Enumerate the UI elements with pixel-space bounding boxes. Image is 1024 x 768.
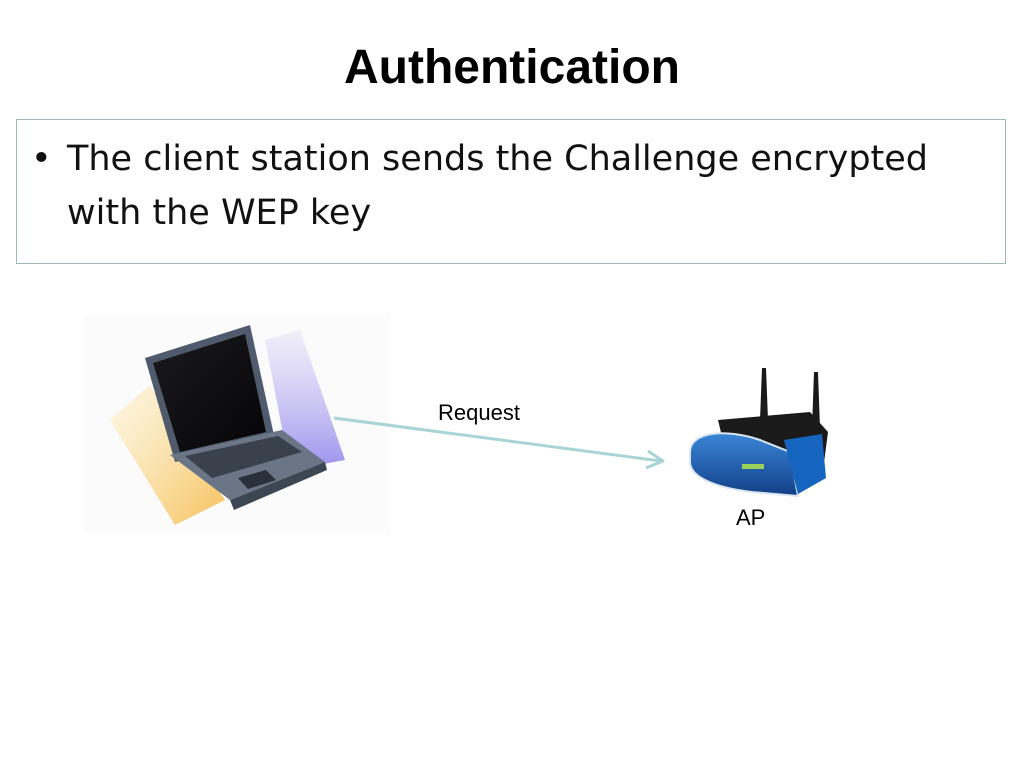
router-led	[742, 464, 764, 469]
laptop-base-edge	[230, 462, 327, 510]
arrow-line	[333, 416, 662, 463]
wireless-router-icon	[689, 368, 828, 498]
request-arrow	[333, 416, 665, 470]
slide-title: Authentication	[344, 41, 680, 94]
ap-label: AP	[736, 505, 766, 530]
arrow-head	[645, 449, 665, 470]
router-antenna-left	[760, 368, 768, 420]
router-side-panel	[784, 434, 826, 494]
laptop-yellow-glow	[110, 385, 225, 525]
bullet-box: • The client station sends the Challenge…	[16, 119, 1006, 264]
laptop-screen	[153, 334, 266, 452]
bullet-marker: •	[31, 139, 52, 179]
bullet-text: The client station sends the Challenge e…	[67, 139, 929, 233]
arrow-label: Request	[438, 400, 520, 425]
laptop-keyboard	[185, 436, 302, 478]
laptop-icon	[84, 315, 389, 533]
bullet-item: • The client station sends the Challenge…	[31, 132, 981, 240]
laptop-touchpad	[238, 470, 276, 489]
router-antenna-right	[812, 372, 820, 428]
